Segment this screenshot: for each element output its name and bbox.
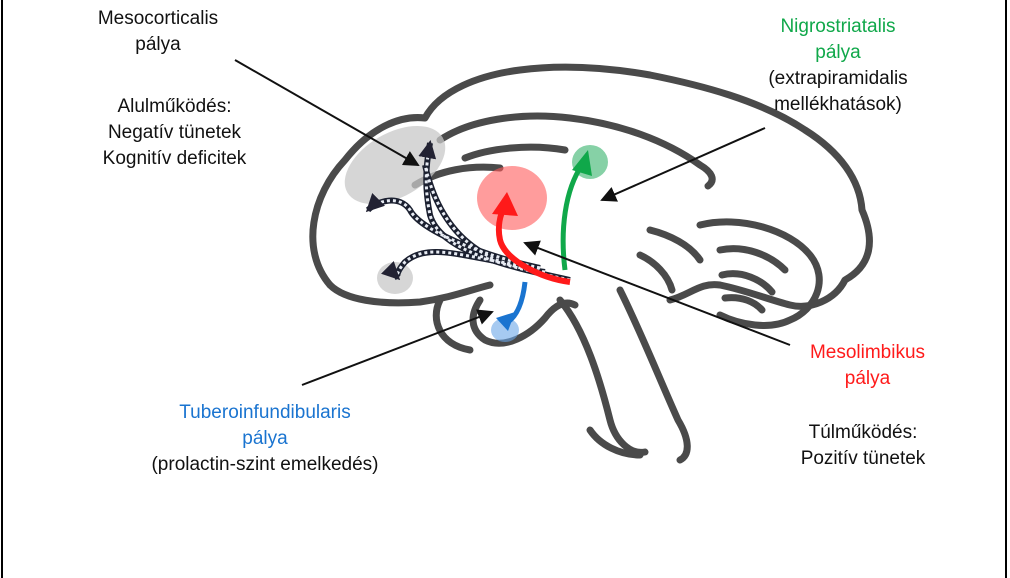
tuberoinfundibular-label: Tuberoinfundibularis pálya (prolactin-sz… (100, 400, 430, 478)
nigrostriatal-note-line2: mellékhatások) (748, 92, 928, 118)
mesocortical-note-line3: Kognitív deficitek (82, 146, 267, 172)
nigrostriatal-note-line1: (extrapiramidalis (748, 66, 928, 92)
mesolimbic-title-line2: pálya (780, 366, 955, 392)
mesocortical-note-line2: Negatív tünetek (82, 120, 267, 146)
limbic-region (477, 166, 547, 230)
mesolimbic-title-line1: Mesolimbikus (780, 340, 955, 366)
tuberoinfundibular-note-line1: (prolactin-szint emelkedés) (100, 452, 430, 478)
nigrostriatal-title-line1: Nigrostriatalis (748, 14, 928, 40)
mesocortical-title-line1: Mesocorticalis (88, 6, 228, 32)
tuberoinfundibular-title-line2: pálya (100, 426, 430, 452)
mesocortical-note-line1: Alulműködés: (82, 94, 267, 120)
mesocortical-title-line2: pálya (88, 32, 228, 58)
nigrostriatal-label: Nigrostriatalis pálya (extrapiramidalis … (748, 14, 928, 118)
nigrostriatal-arrow (563, 165, 582, 270)
mesocortical-note: Alulműködés: Negatív tünetek Kognitív de… (82, 94, 267, 172)
mesolimbic-note-line1: Túlműködés: (768, 420, 958, 446)
mesolimbic-label: Mesolimbikus pálya (780, 340, 955, 392)
mesolimbic-note: Túlműködés: Pozitív tünetek (768, 420, 958, 472)
nigrostriatal-title-line2: pálya (748, 40, 928, 66)
mesolimbic-note-line2: Pozitív tünetek (768, 446, 958, 472)
tuberoinfundibular-title-line1: Tuberoinfundibularis (100, 400, 430, 426)
mesocortical-label: Mesocorticalis pálya (88, 6, 228, 58)
